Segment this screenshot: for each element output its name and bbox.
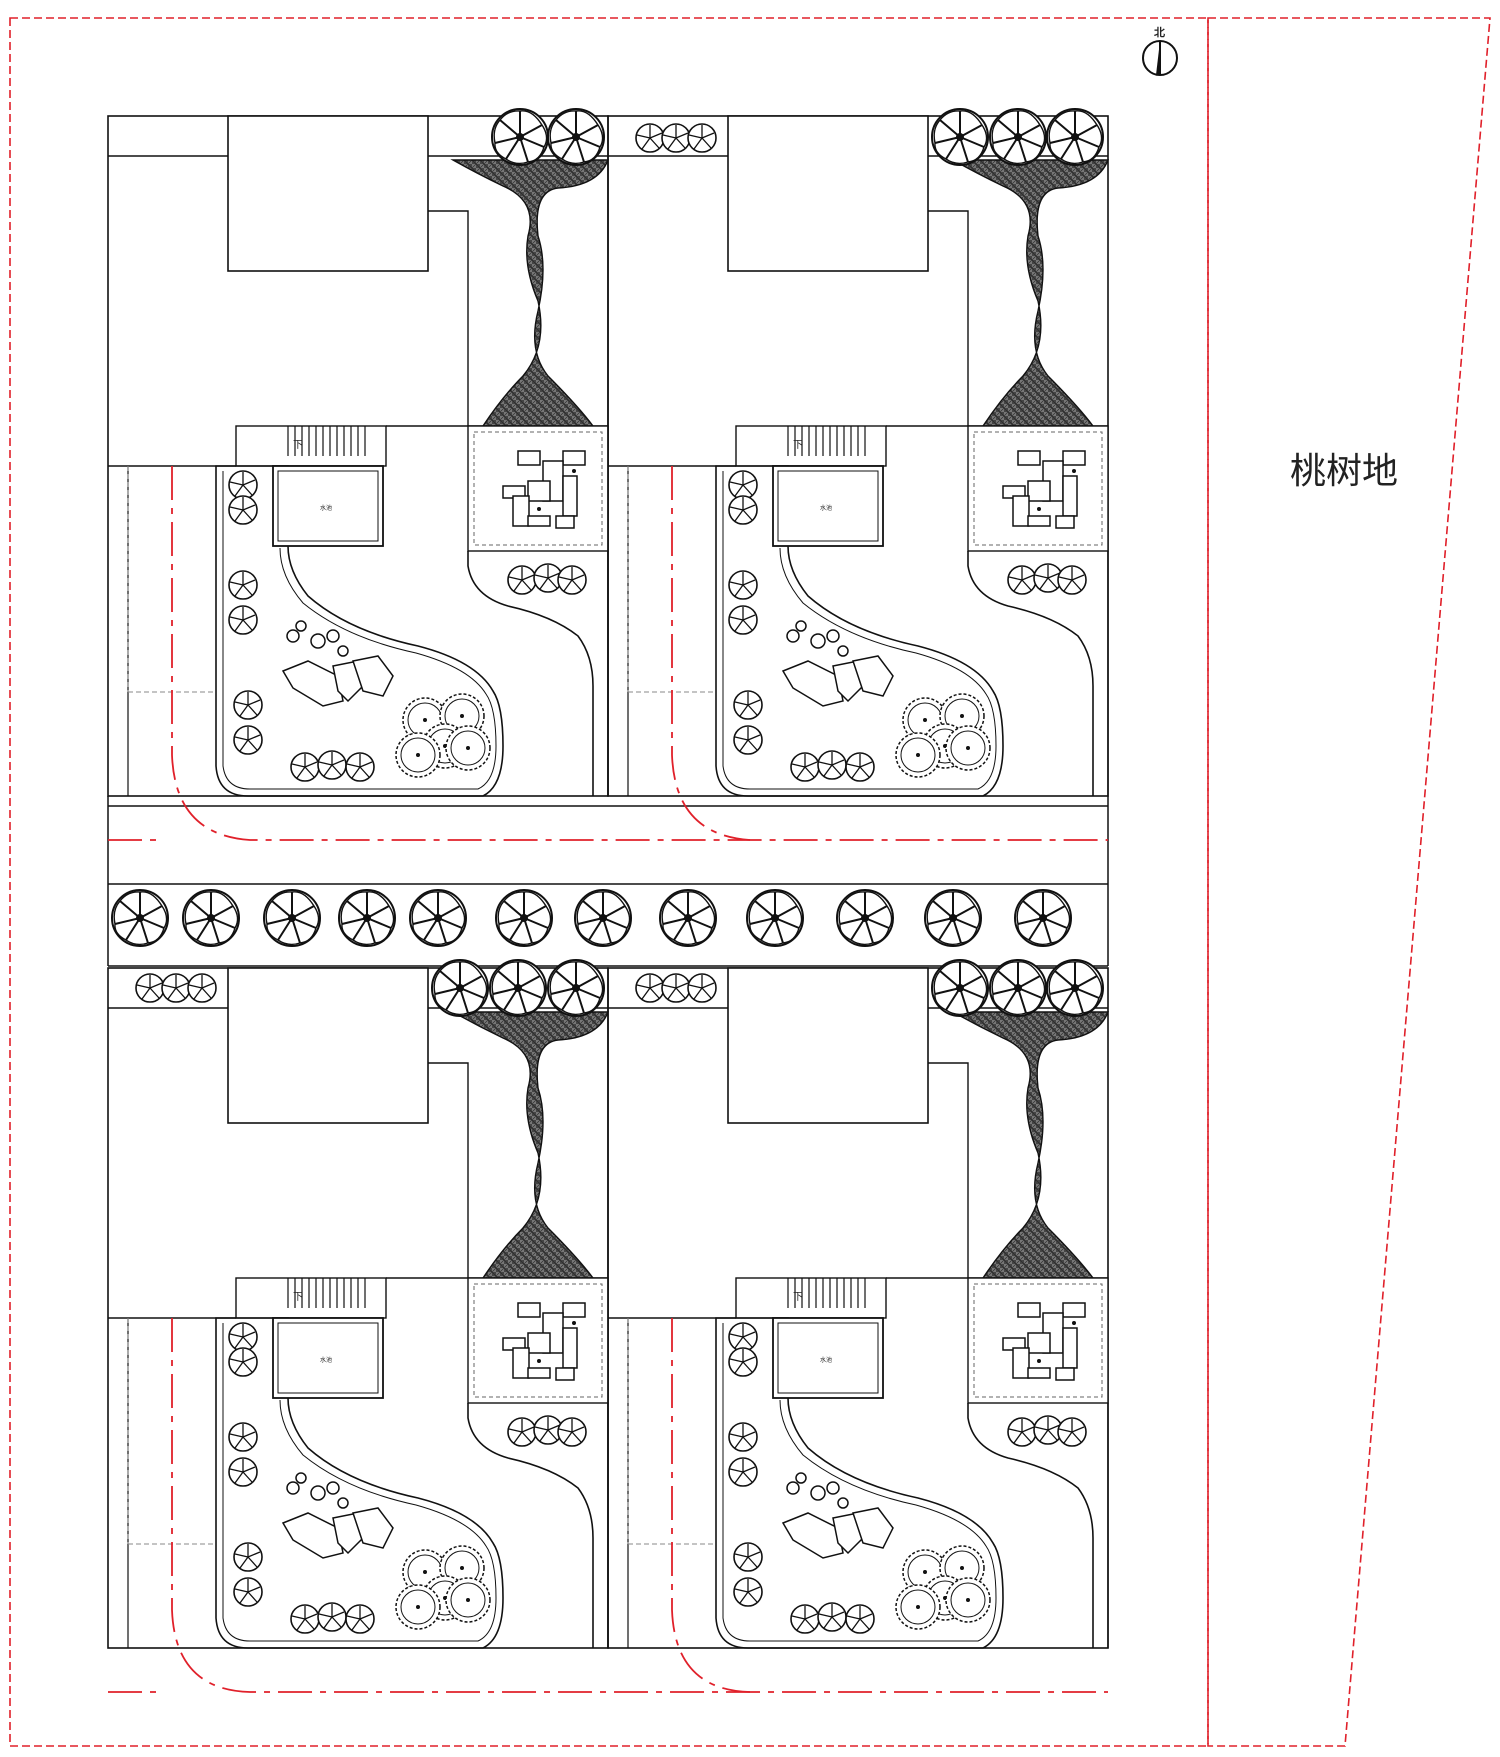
pool-label: 水池 bbox=[320, 1356, 332, 1364]
peach-orchard-label: 桃树地 bbox=[1290, 451, 1398, 492]
lot-top-right bbox=[607, 115, 1109, 797]
lot-bottom-right bbox=[607, 967, 1109, 1649]
stair-down-label: 下 bbox=[793, 1292, 803, 1303]
pool-label: 水池 bbox=[320, 504, 332, 512]
north-label: 北 bbox=[1154, 25, 1165, 39]
north-arrow-icon: 北 bbox=[1142, 25, 1178, 76]
lot-top-left bbox=[107, 115, 609, 797]
stair-labels: 下 下 下 下 bbox=[293, 440, 803, 1303]
street-trees bbox=[111, 889, 1072, 947]
shrub-groups bbox=[135, 123, 1087, 1634]
pool-labels: 水池 水池 水池 水池 bbox=[320, 504, 832, 1364]
lot-bottom-left bbox=[107, 967, 609, 1649]
flower-tree-clusters bbox=[395, 693, 991, 1630]
stair-down-label: 下 bbox=[293, 440, 303, 451]
pool-label: 水池 bbox=[820, 504, 832, 512]
stair-down-label: 下 bbox=[793, 440, 803, 451]
road-centerlines bbox=[108, 466, 1108, 1693]
stair-down-label: 下 bbox=[293, 1292, 303, 1303]
pool-label: 水池 bbox=[820, 1356, 832, 1364]
site-boundary bbox=[9, 17, 1491, 1747]
